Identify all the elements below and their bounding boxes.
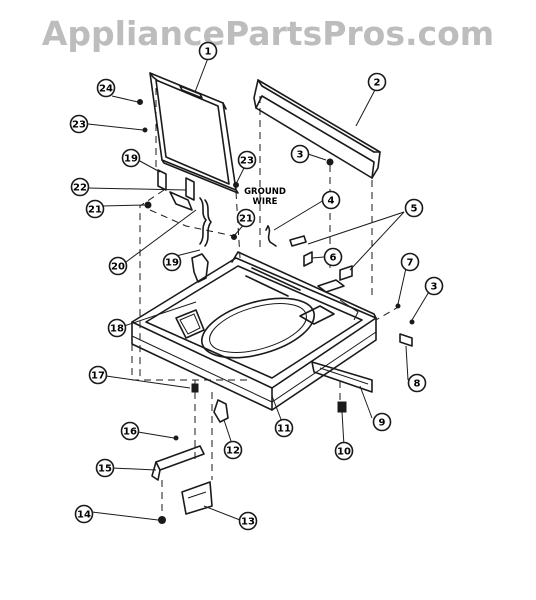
- callout-16: 16: [120, 421, 140, 441]
- rear-trim-part: [253, 79, 381, 179]
- callout-number: 18: [110, 324, 124, 335]
- small-parts: [191, 333, 413, 423]
- callout-number: 19: [165, 258, 179, 269]
- callout-number: 4: [328, 196, 335, 207]
- callout-19: 19: [162, 252, 182, 272]
- callout-11: 11: [274, 418, 294, 438]
- callout-number: 23: [240, 156, 254, 167]
- callout-number: 13: [241, 517, 255, 528]
- callout-22: 22: [70, 177, 90, 197]
- callout-number: 21: [239, 214, 253, 225]
- callout-23: 23: [69, 114, 89, 134]
- callout-number: 17: [91, 371, 105, 382]
- callout-20: 20: [108, 256, 128, 276]
- callout-number: 3: [431, 282, 438, 293]
- callout-1: 1: [198, 41, 218, 61]
- callout-number: 8: [414, 379, 421, 390]
- callout-3: 3: [290, 144, 310, 164]
- callout-number: 10: [337, 447, 351, 458]
- callout-number: 20: [111, 262, 125, 273]
- callout-5: 5: [404, 198, 424, 218]
- callout-6: 6: [323, 247, 343, 267]
- callout-number: 14: [77, 510, 91, 521]
- callout-2: 2: [367, 72, 387, 92]
- callout-3: 3: [424, 276, 444, 296]
- callout-number: 3: [297, 150, 304, 161]
- callout-number: 6: [330, 253, 337, 264]
- callout-14: 14: [74, 504, 94, 524]
- callout-12: 12: [223, 440, 243, 460]
- leader-lines: [87, 57, 431, 521]
- callout-8: 8: [407, 373, 427, 393]
- watermark-logo: AppliancePartsPros.com: [41, 14, 495, 53]
- callout-number: 7: [407, 258, 414, 269]
- callout-4: 4: [321, 190, 341, 210]
- callout-23: 23: [237, 150, 257, 170]
- callout-number: 11: [277, 424, 291, 435]
- callout-13: 13: [238, 511, 258, 531]
- callout-number: 21: [88, 205, 102, 216]
- callout-number: 16: [123, 427, 137, 438]
- callout-number: 2: [374, 78, 381, 89]
- rear-rail-part: [311, 361, 373, 393]
- callout-number: 15: [98, 464, 112, 475]
- callout-number: 12: [226, 446, 240, 457]
- callout-number: 5: [411, 204, 418, 215]
- ground-wire-label-line2: WIRE: [253, 197, 278, 207]
- hinge-assembly: [157, 169, 212, 283]
- callout-24: 24: [96, 78, 116, 98]
- ground-wire: [265, 225, 353, 281]
- callout-21: 21: [236, 208, 256, 228]
- lower-brackets: [151, 435, 213, 524]
- callout-number: 23: [72, 120, 86, 131]
- cabinet-top-part: [131, 251, 377, 411]
- callout-18: 18: [107, 318, 127, 338]
- callout-17: 17: [88, 365, 108, 385]
- callout-21: 21: [85, 199, 105, 219]
- callout-number: 24: [99, 84, 113, 95]
- callout-7: 7: [400, 252, 420, 272]
- callout-number: 19: [124, 154, 138, 165]
- callout-10: 10: [334, 441, 354, 461]
- callout-number: 9: [379, 418, 386, 429]
- callout-number: 22: [73, 183, 87, 194]
- lid-part: [149, 72, 239, 194]
- callout-number: 1: [205, 47, 212, 58]
- ground-wire-label-line1: GROUND: [244, 187, 286, 197]
- alignment-lines: [131, 88, 401, 518]
- callout-9: 9: [372, 412, 392, 432]
- callout-19: 19: [121, 148, 141, 168]
- callout-15: 15: [95, 458, 115, 478]
